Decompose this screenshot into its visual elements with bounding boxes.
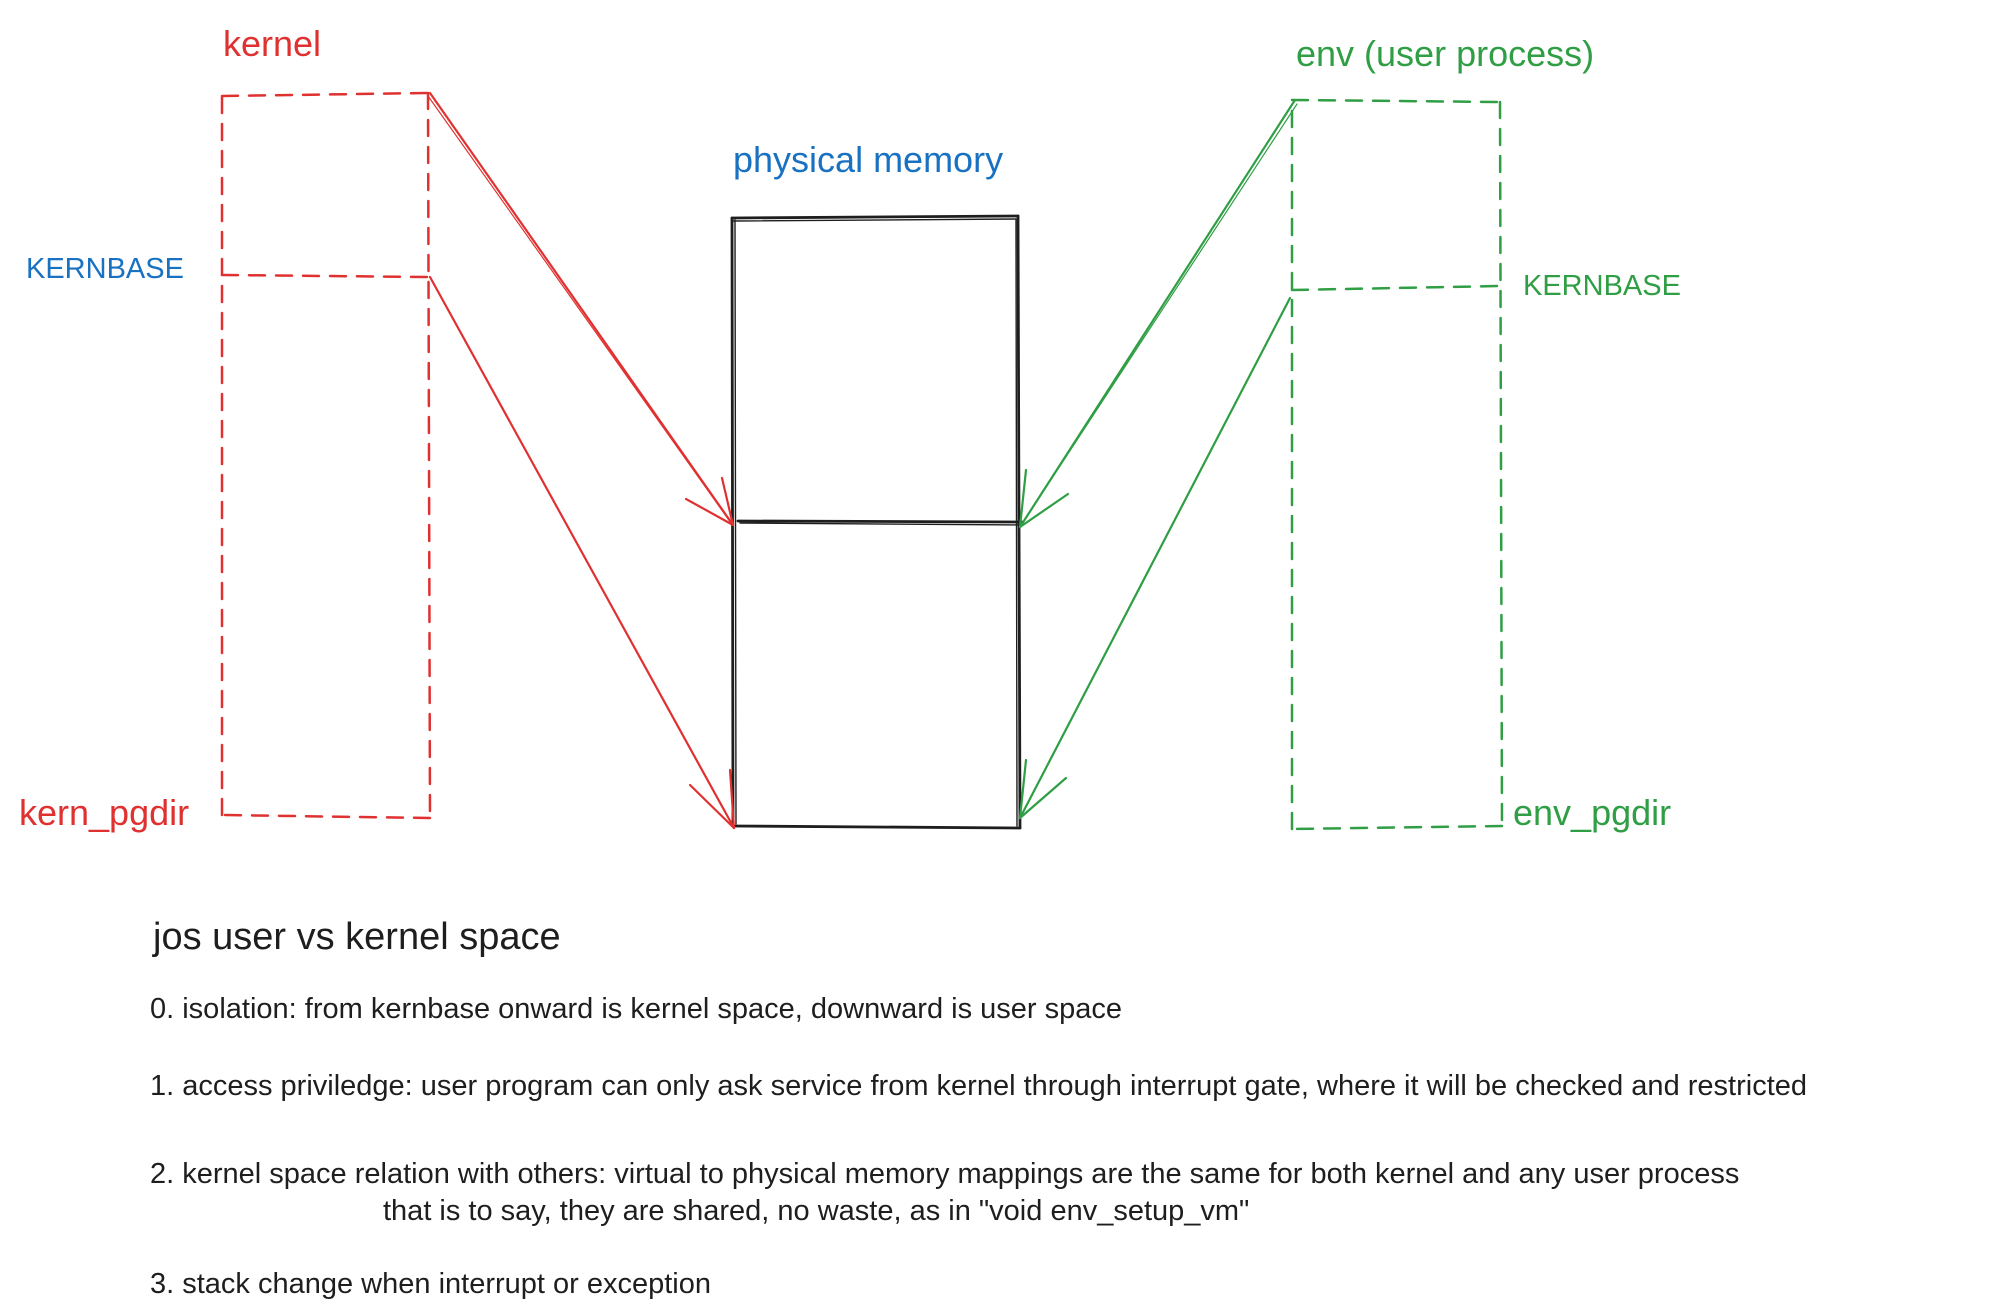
kernel-title: kernel <box>223 23 322 64</box>
env-pgdir-label: env_pgdir <box>1513 792 1672 833</box>
env-address-space-box <box>1290 98 1504 831</box>
note-stack-change: 3. stack change when interrupt or except… <box>150 1268 711 1300</box>
physical-memory-divider <box>736 519 1024 524</box>
env-kernbase-label: KERNBASE <box>1523 270 1681 302</box>
env-kernbase-arrow <box>1018 296 1292 820</box>
note-kernel-space-relation-continued: that is to say, they are shared, no wast… <box>383 1195 1250 1227</box>
kernel-top-arrow <box>427 91 735 527</box>
kernel-kernbase-divider <box>220 273 430 279</box>
physical-memory-box <box>730 214 1024 830</box>
env-title: env (user process) <box>1296 33 1595 74</box>
env-top-arrow <box>1018 98 1298 529</box>
env-mapping-arrows <box>1018 98 1298 820</box>
kernel-mapping-arrows <box>427 91 736 830</box>
kernel-address-space-box <box>220 91 432 820</box>
note-isolation: 0. isolation: from kernbase onward is ke… <box>150 993 1122 1025</box>
notes-heading: jos user vs kernel space <box>153 916 561 958</box>
physical-memory-title: physical memory <box>733 139 1004 180</box>
kernel-kernbase-arrow <box>428 275 736 830</box>
kern-pgdir-label: kern_pgdir <box>19 792 190 833</box>
kernel-kernbase-label: KERNBASE <box>26 253 184 285</box>
env-kernbase-divider <box>1290 284 1502 292</box>
note-access-privilege: 1. access priviledge: user program can o… <box>150 1070 1808 1102</box>
note-kernel-space-relation: 2. kernel space relation with others: vi… <box>150 1158 1740 1190</box>
